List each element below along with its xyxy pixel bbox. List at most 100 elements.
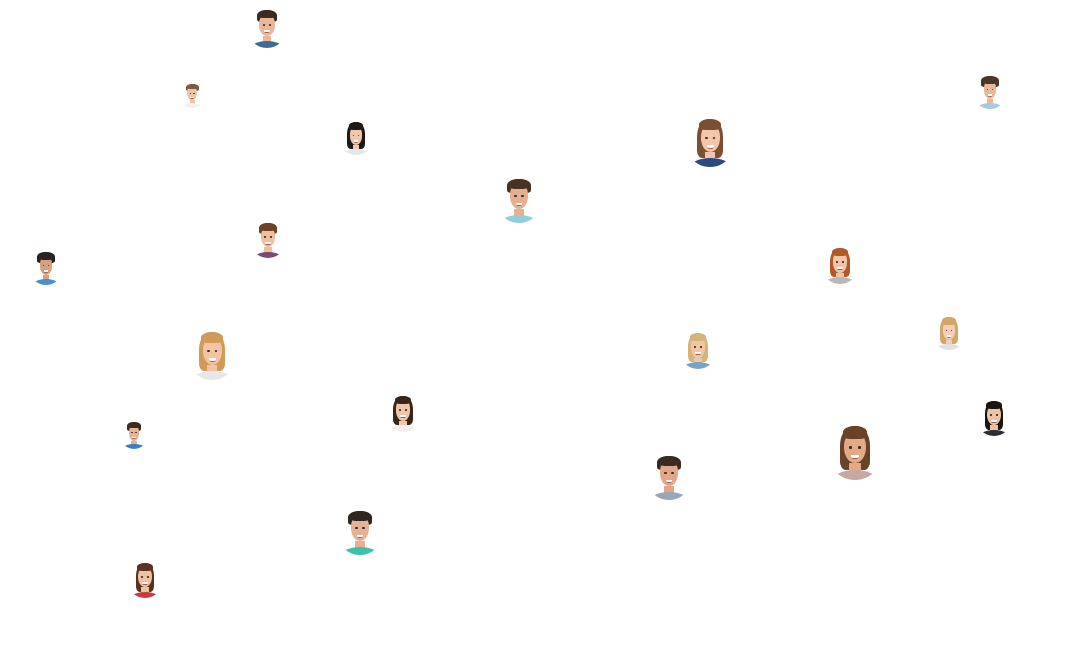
shirt [974, 102, 1006, 109]
eye-right [193, 92, 195, 94]
mouth [43, 270, 49, 273]
eye-right [521, 195, 524, 198]
mouth [837, 267, 843, 271]
neck [694, 357, 702, 364]
shirt [30, 278, 62, 285]
eye-left [264, 236, 267, 238]
neck [705, 152, 715, 160]
face [138, 567, 152, 588]
eye-left [705, 137, 708, 139]
shirt [977, 429, 1011, 436]
mouth [132, 436, 136, 440]
mouth [706, 145, 714, 149]
neck [355, 541, 365, 549]
avatar [29, 251, 63, 285]
shirt [687, 158, 733, 167]
hair-top [348, 122, 364, 130]
neck [399, 420, 407, 427]
mouth [353, 140, 359, 143]
avatar [384, 394, 422, 432]
hair-top [260, 223, 276, 232]
mouth [991, 420, 997, 423]
hair-top [699, 119, 721, 130]
face [942, 320, 956, 340]
face [844, 431, 866, 464]
hair-top [982, 76, 998, 84]
face [349, 125, 363, 145]
face [395, 399, 411, 421]
shirt [498, 214, 540, 223]
hair-top [508, 178, 530, 189]
eye-right [357, 134, 360, 136]
avatar [973, 75, 1007, 109]
avatar [976, 400, 1012, 436]
shirt [680, 362, 716, 369]
eye-right [995, 414, 998, 416]
eye-left [352, 134, 355, 136]
eye-left [945, 329, 948, 331]
mouth [400, 415, 406, 419]
eye-left [990, 414, 993, 416]
eye-right [950, 329, 953, 331]
eye-right [269, 24, 271, 26]
face [987, 405, 1001, 426]
hair-top [986, 401, 1002, 410]
hair-top [941, 317, 957, 325]
neck [141, 587, 149, 593]
shirt [340, 148, 372, 155]
mouth [987, 94, 993, 97]
neck [207, 365, 217, 373]
face [128, 424, 140, 441]
eye-left [141, 576, 144, 578]
eye-left [131, 432, 133, 434]
hair-top [349, 510, 371, 521]
face [187, 86, 197, 100]
eye-right [269, 236, 272, 238]
eye-left [836, 261, 839, 263]
hair-top [394, 395, 412, 404]
eye-right [991, 88, 994, 90]
eye-right [841, 261, 844, 263]
eye-left [514, 195, 517, 198]
mouth [851, 455, 859, 460]
mouth [515, 202, 523, 207]
face [39, 255, 53, 275]
eye-left [694, 346, 697, 348]
shirt [933, 343, 965, 350]
face [832, 251, 848, 273]
face [351, 515, 369, 542]
eye-right [712, 137, 715, 139]
eye-right [699, 346, 702, 348]
avatar [187, 330, 237, 380]
shirt [829, 469, 881, 480]
face [700, 124, 720, 152]
neck [986, 98, 994, 105]
neck [990, 425, 998, 431]
avatar [120, 421, 148, 449]
shirt [648, 491, 690, 500]
face [690, 336, 706, 358]
eye-right [47, 264, 50, 266]
shirt [180, 103, 204, 108]
mouth [356, 534, 364, 539]
shirt [249, 40, 285, 48]
mouth [946, 335, 952, 338]
eye-left [263, 24, 265, 26]
eye-right [362, 527, 365, 530]
avatar [250, 222, 286, 258]
neck [42, 274, 50, 281]
eye-left [664, 472, 667, 475]
shirt [121, 443, 147, 449]
face [510, 183, 528, 210]
avatar [646, 454, 692, 500]
avatar [821, 246, 859, 284]
avatar [247, 8, 287, 48]
face [660, 460, 678, 487]
neck [836, 272, 844, 279]
eye-right [146, 576, 149, 578]
mouth [265, 242, 271, 245]
hair-top [689, 332, 707, 341]
hair-top [137, 563, 153, 572]
mouth [208, 358, 216, 362]
shirt [189, 371, 235, 380]
